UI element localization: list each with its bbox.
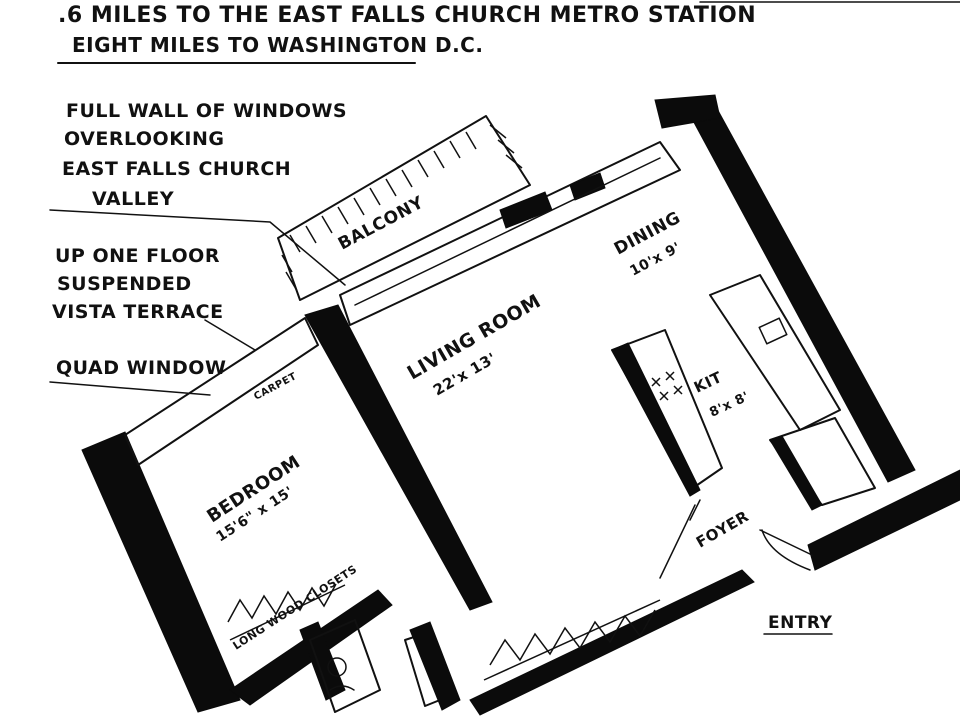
kitchen-counter-edge xyxy=(611,342,701,497)
kitchen-size: 8'x 8' xyxy=(707,389,751,420)
callout-quad: QUAD WINDOW xyxy=(49,357,226,396)
stove-marks xyxy=(651,371,683,401)
bottom-right-wall xyxy=(807,469,960,571)
corner-wall-bottom xyxy=(409,621,461,711)
callout-windows-line-4: VALLEY xyxy=(92,188,174,210)
kitchen-name: KIT xyxy=(691,368,725,397)
callout-windows-leader xyxy=(49,209,346,286)
entry-label: ENTRY xyxy=(768,613,833,633)
callout-terrace-line-1: UP ONE FLOOR xyxy=(55,245,220,267)
foyer-label: FOYER xyxy=(693,507,752,551)
window-ledge-lower xyxy=(124,317,319,466)
callout-terrace-line-2: SUSPENDED xyxy=(57,273,192,295)
window-wall xyxy=(124,141,681,466)
carpet-label: CARPET xyxy=(252,371,298,403)
foyer-leader xyxy=(659,504,696,579)
balcony-outline xyxy=(277,115,531,301)
callout-quad-leader xyxy=(49,381,211,396)
callout-terrace-leader xyxy=(204,319,256,351)
callout-quad-label: QUAD WINDOW xyxy=(56,357,226,379)
window-pier-2 xyxy=(569,172,606,201)
kitchen: KIT 8'x 8' xyxy=(611,274,876,511)
foyer-door xyxy=(689,499,701,521)
living-bedroom-partition xyxy=(304,304,493,611)
balcony-label: BALCONY xyxy=(335,193,427,255)
right-exterior-wall xyxy=(689,104,916,483)
left-exterior-wall xyxy=(81,431,241,713)
callout-windows-line-1: FULL WALL OF WINDOWS xyxy=(66,100,347,122)
balcony: BALCONY xyxy=(277,115,531,301)
kitchen-sink xyxy=(758,317,788,345)
callout-terrace: UP ONE FLOOR SUSPENDED VISTA TERRACE xyxy=(52,245,256,351)
bath-area xyxy=(309,619,381,713)
entry-door-swing xyxy=(759,529,813,571)
window-ledge-upper xyxy=(339,141,681,326)
callout-windows: FULL WALL OF WINDOWS OVERLOOKING EAST FA… xyxy=(49,100,347,286)
bottom-wall-right xyxy=(469,569,755,716)
callout-terrace-line-3: VISTA TERRACE xyxy=(52,301,224,323)
window-sill-line xyxy=(354,157,661,306)
header-line-1: .6 MILES TO THE EAST FALLS CHURCH METRO … xyxy=(58,3,756,28)
kitchen-cabinet-edge xyxy=(769,435,823,511)
top-right-corner-wall xyxy=(654,94,721,129)
header-line-2: EIGHT MILES TO WASHINGTON D.C. xyxy=(72,33,483,57)
bathroom-fixtures xyxy=(309,619,381,713)
kitchen-counter-right xyxy=(709,274,841,431)
balcony-railing xyxy=(281,124,523,290)
closets xyxy=(227,583,661,681)
callout-windows-line-3: EAST FALLS CHURCH xyxy=(62,158,291,180)
callout-windows-line-2: OVERLOOKING xyxy=(64,128,224,150)
toilet-bowl xyxy=(327,657,347,677)
toilet-tank xyxy=(329,685,355,691)
